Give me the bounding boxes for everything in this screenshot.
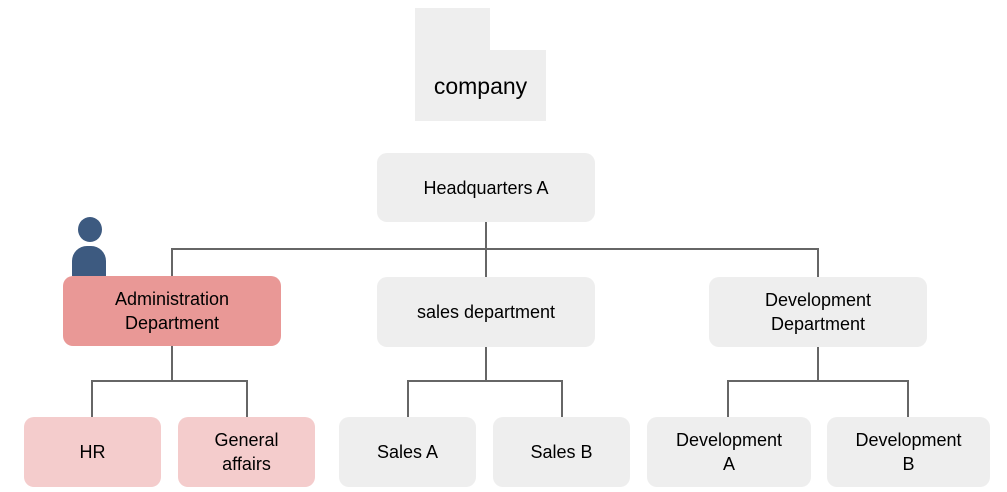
team-node-development-a: Development A: [647, 417, 811, 487]
connector: [907, 380, 909, 417]
team-node-sales-b: Sales B: [493, 417, 630, 487]
connector: [817, 248, 819, 277]
team-label: Sales B: [530, 442, 593, 462]
team-node-hr: HR: [24, 417, 161, 487]
connector: [171, 248, 173, 276]
team-label: Development A: [675, 430, 783, 474]
connector: [91, 380, 248, 382]
department-label: sales department: [416, 302, 556, 322]
headquarters-node: Headquarters A: [377, 153, 595, 222]
connector: [727, 380, 729, 417]
connector: [727, 380, 909, 382]
department-node-development: Development Department: [709, 277, 927, 347]
connector: [407, 380, 409, 417]
team-label: Sales A: [376, 442, 439, 462]
department-label: Administration Department: [114, 289, 230, 333]
team-node-sales-a: Sales A: [339, 417, 476, 487]
connector: [817, 346, 819, 381]
department-label: Development Department: [764, 290, 872, 334]
connector: [246, 380, 248, 417]
company-label: company: [433, 73, 528, 99]
team-node-development-b: Development B: [827, 417, 990, 487]
connector: [561, 380, 563, 417]
connector: [171, 346, 173, 381]
connector: [407, 380, 563, 382]
headquarters-label: Headquarters A: [423, 177, 549, 198]
team-label: Development B: [855, 430, 962, 474]
connector: [171, 248, 819, 250]
team-node-general-affairs: General affairs: [178, 417, 315, 487]
team-label: HR: [79, 442, 106, 462]
connector: [485, 346, 487, 381]
department-node-administration: Administration Department: [63, 276, 281, 346]
team-label: General affairs: [214, 430, 279, 474]
department-node-sales: sales department: [377, 277, 595, 347]
connector: [91, 380, 93, 417]
